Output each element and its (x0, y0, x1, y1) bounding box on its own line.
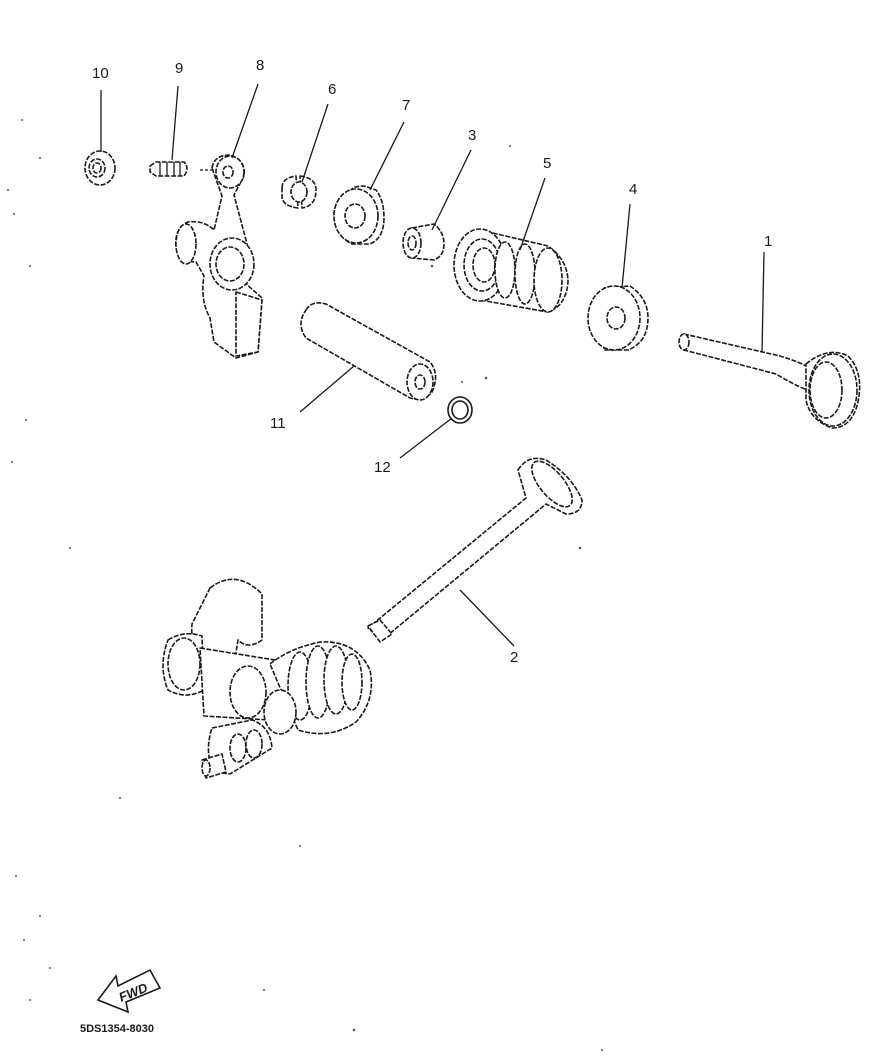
valve-cotter-part (281, 175, 317, 209)
leader-lines (100, 83, 765, 647)
valve-spring-part (453, 228, 569, 313)
valve-part-2 (367, 457, 583, 643)
assembled-view (162, 578, 373, 779)
callout-5: 5 (543, 155, 551, 172)
callout-1: 1 (764, 233, 772, 250)
callout-7: 7 (402, 97, 410, 114)
callout-4: 4 (629, 181, 637, 198)
callout-8: 8 (256, 57, 264, 74)
nut-part (84, 150, 116, 186)
valve-part-1 (678, 333, 861, 429)
callout-11: 11 (270, 415, 286, 432)
adjusting-screw-part (149, 161, 212, 177)
callout-12: 12 (374, 459, 391, 476)
forward-arrow-icon: FWD (96, 968, 162, 1014)
callout-10: 10 (92, 65, 109, 82)
scan-specks (7, 119, 603, 1051)
o-ring-part (447, 396, 473, 424)
callout-2: 2 (510, 649, 518, 666)
callout-labels: 10 9 8 6 7 3 5 4 1 11 12 2 (92, 57, 772, 666)
valve-stem-seal-part (402, 223, 445, 261)
rocker-arm-part (174, 154, 263, 359)
rocker-arm-shaft-part (300, 302, 437, 401)
spring-seat-part (587, 285, 649, 351)
diagram-code: 5DS1354-8030 (80, 1023, 154, 1035)
valve-spring-retainer-part (333, 185, 385, 245)
callout-9: 9 (175, 60, 183, 77)
callout-3: 3 (468, 127, 476, 144)
callout-6: 6 (328, 81, 336, 98)
